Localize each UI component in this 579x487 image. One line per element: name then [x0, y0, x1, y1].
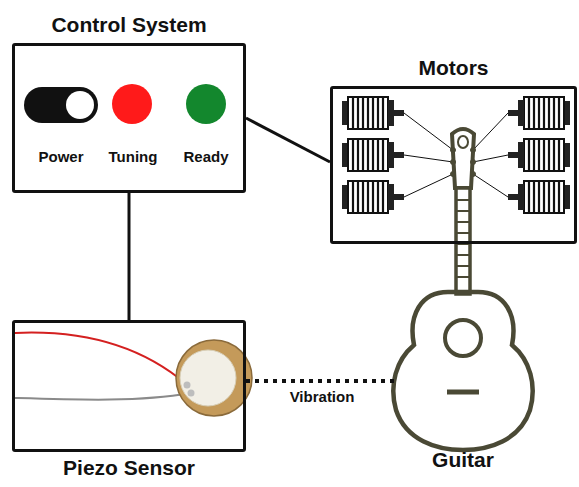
solder-dot: [184, 382, 191, 389]
tuning-peg: [471, 172, 476, 177]
headstock-slot: [458, 136, 468, 148]
red-wire: [15, 333, 186, 384]
guitar-node: Guitar: [398, 290, 528, 476]
motor-symbol: [508, 181, 570, 213]
tuning-wire: [404, 113, 508, 197]
switch-knob: [66, 91, 94, 119]
motor-symbol: [508, 139, 570, 171]
grey-wire: [15, 393, 190, 400]
edge-label: Vibration: [288, 388, 357, 406]
power-switch: [24, 87, 98, 123]
node-heading: Piezo Sensor: [63, 455, 195, 480]
status-label: Tuning: [109, 148, 158, 166]
tuning-peg: [471, 160, 476, 165]
solder-dot: [188, 390, 195, 397]
wire-connector: [128, 193, 131, 320]
guitar-body: [393, 292, 532, 450]
guitar-headstock: [452, 129, 474, 188]
status-label: Power: [38, 148, 83, 166]
ready-lamp: [186, 84, 226, 124]
motor-housing: Motors: [330, 86, 577, 244]
guitar-bridge: [447, 390, 479, 395]
tuning-peg: [471, 148, 476, 153]
guitar-frets: [456, 200, 470, 277]
piezo-disc: [176, 340, 252, 416]
motor-symbol: [342, 97, 404, 129]
tuning-peg: [451, 148, 456, 153]
motor-symbol: [342, 181, 404, 213]
piezo-ceramic: [180, 350, 236, 406]
node-heading: Motors: [419, 55, 489, 80]
guitar-neck: [456, 188, 470, 294]
tuning-lamp: [112, 84, 152, 124]
node-heading: Control System: [51, 12, 206, 37]
motor-symbol: [342, 139, 404, 171]
wire-connector: [246, 118, 330, 162]
control-box: Control System: [12, 43, 246, 193]
status-label: Ready: [183, 148, 228, 166]
node-heading: Guitar: [432, 447, 494, 472]
tuning-peg: [451, 172, 456, 177]
sound-hole: [445, 320, 481, 356]
tuning-peg: [451, 160, 456, 165]
sensor-box: Piezo Sensor: [12, 320, 246, 452]
guitar-figure: [393, 129, 532, 450]
motor-symbol: [508, 97, 570, 129]
vibration-link: [246, 379, 398, 383]
